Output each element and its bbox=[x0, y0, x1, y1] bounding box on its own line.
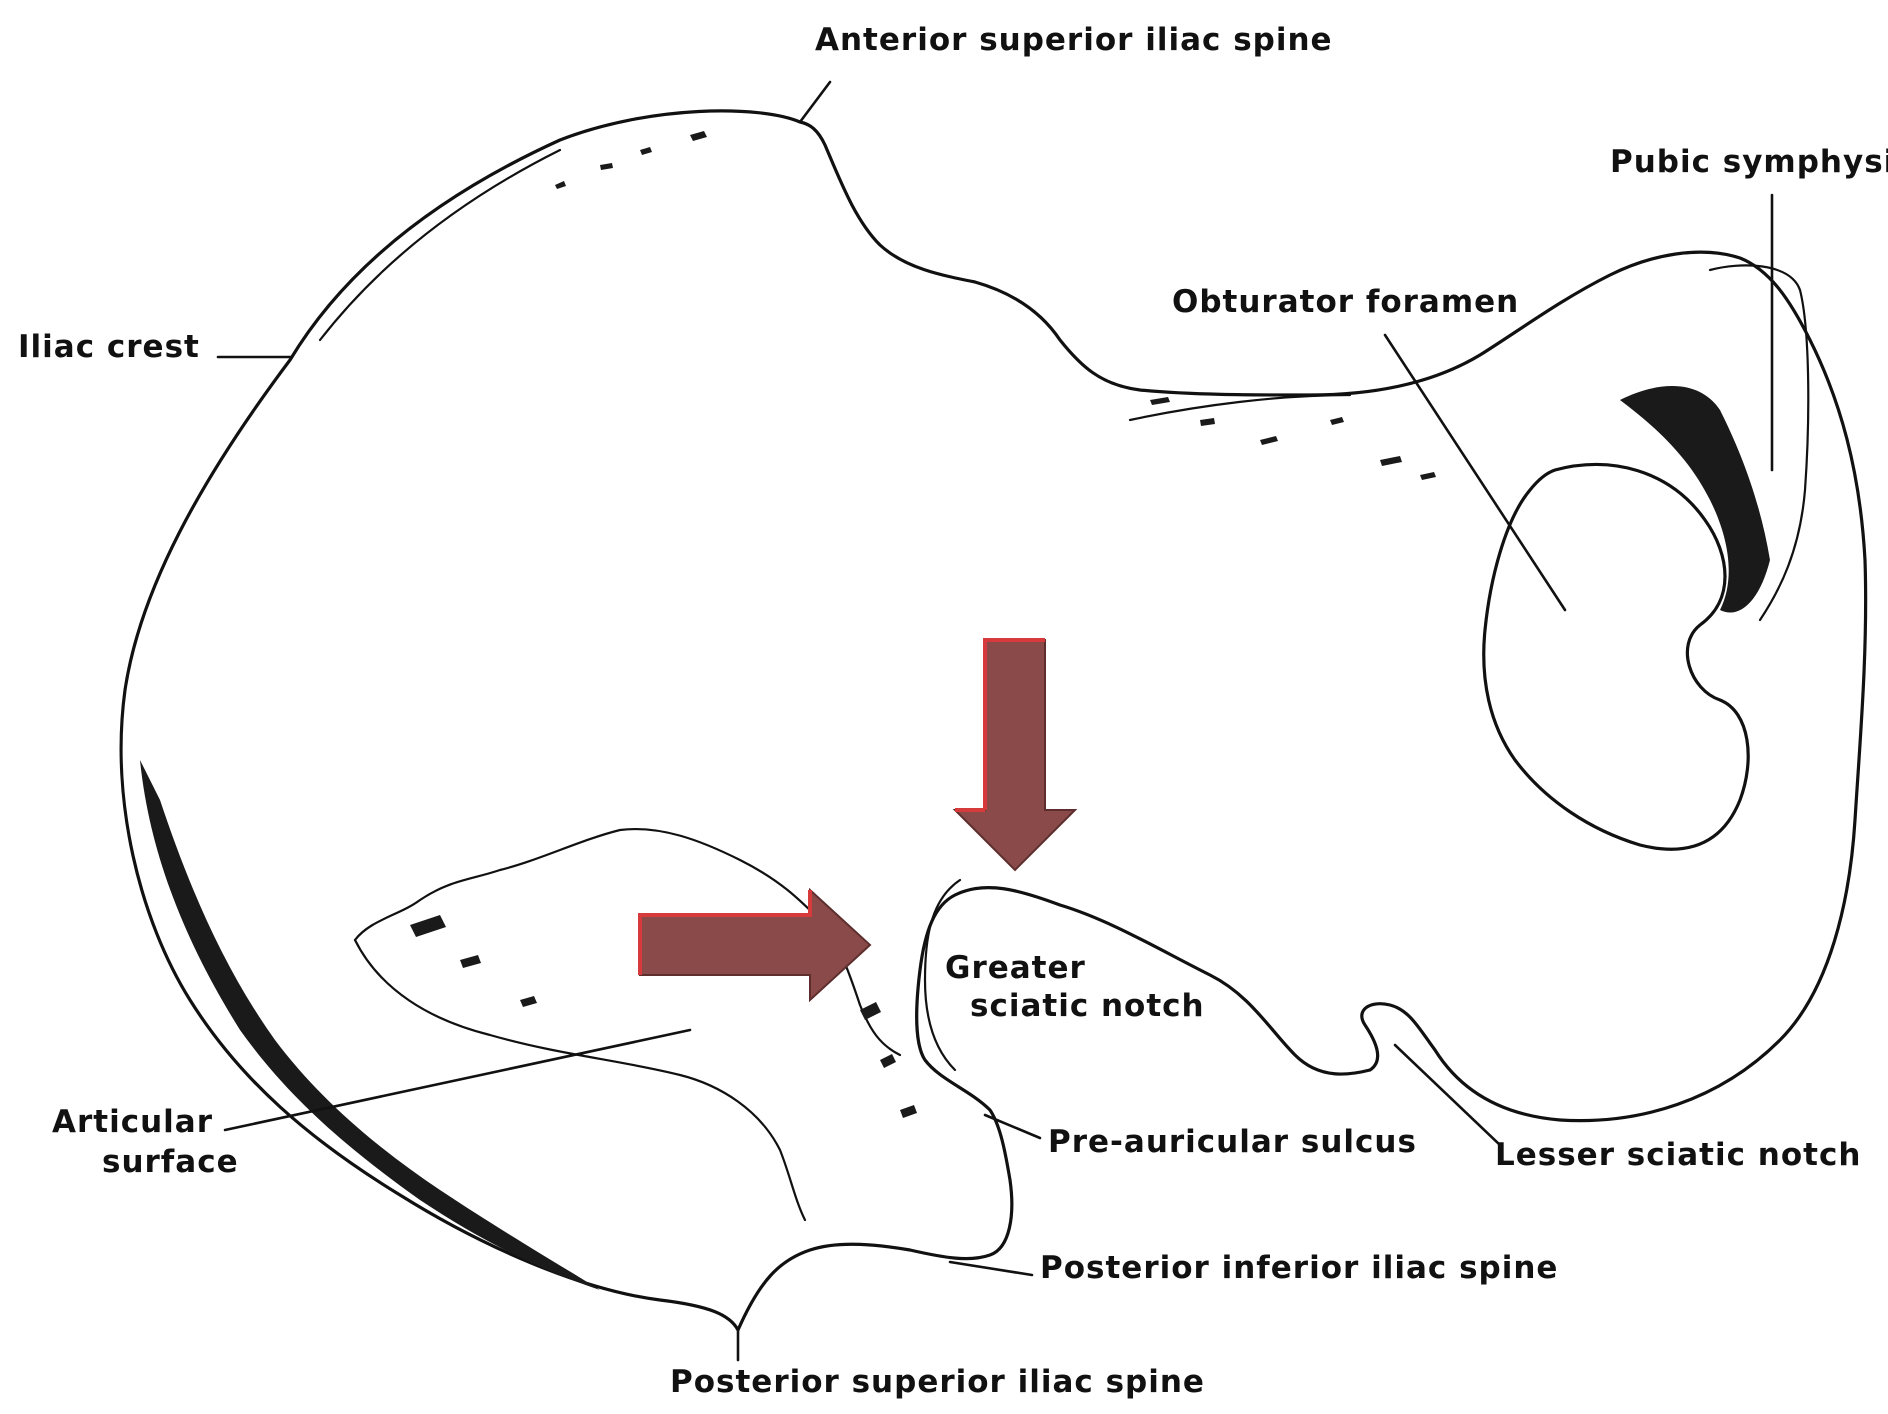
shading-speckle-2 bbox=[1150, 397, 1436, 480]
label-articular-surface-line1: Articular bbox=[52, 1104, 213, 1140]
label-lesser-sciatic-notch: Lesser sciatic notch bbox=[1495, 1137, 1861, 1173]
obturator-foramen-outline bbox=[1484, 464, 1748, 849]
label-anterior-superior-iliac-spine: Anterior superior iliac spine bbox=[815, 22, 1333, 58]
label-iliac-crest: Iliac crest bbox=[18, 329, 200, 365]
leader-pre-auricular-sulcus bbox=[985, 1115, 1040, 1138]
shading-posterior-border bbox=[140, 760, 600, 1290]
label-greater-sciatic-notch-line2: sciatic notch bbox=[970, 988, 1205, 1024]
downward-arrow-body bbox=[955, 640, 1075, 870]
rightward-arrow bbox=[640, 890, 870, 1000]
downward-arrow bbox=[955, 640, 1075, 870]
leader-anterior-superior-iliac-spine bbox=[800, 82, 830, 122]
label-obturator-foramen: Obturator foramen bbox=[1172, 284, 1519, 320]
leader-posterior-inferior-iliac-spine bbox=[950, 1262, 1032, 1275]
label-articular-surface-line2: surface bbox=[102, 1144, 239, 1180]
iliac-crest-inner-lip bbox=[320, 150, 560, 340]
leader-obturator-foramen bbox=[1385, 335, 1565, 610]
label-greater-sciatic-notch-line1: Greater bbox=[945, 950, 1086, 986]
rightward-arrow-body bbox=[640, 890, 870, 1000]
labels: Anterior superior iliac spine Pubic symp… bbox=[18, 22, 1888, 1400]
label-posterior-superior-iliac-spine: Posterior superior iliac spine bbox=[670, 1364, 1205, 1400]
label-pre-auricular-sulcus: Pre-auricular sulcus bbox=[1048, 1124, 1417, 1160]
label-posterior-inferior-iliac-spine: Posterior inferior iliac spine bbox=[1040, 1250, 1558, 1286]
label-pubic-symphysis: Pubic symphysis bbox=[1610, 144, 1888, 180]
auricular-surface-lower bbox=[355, 940, 805, 1220]
shading-speckle-1 bbox=[555, 131, 707, 189]
bone-shading bbox=[140, 131, 1770, 1290]
shading-pubic-region bbox=[1620, 386, 1770, 612]
